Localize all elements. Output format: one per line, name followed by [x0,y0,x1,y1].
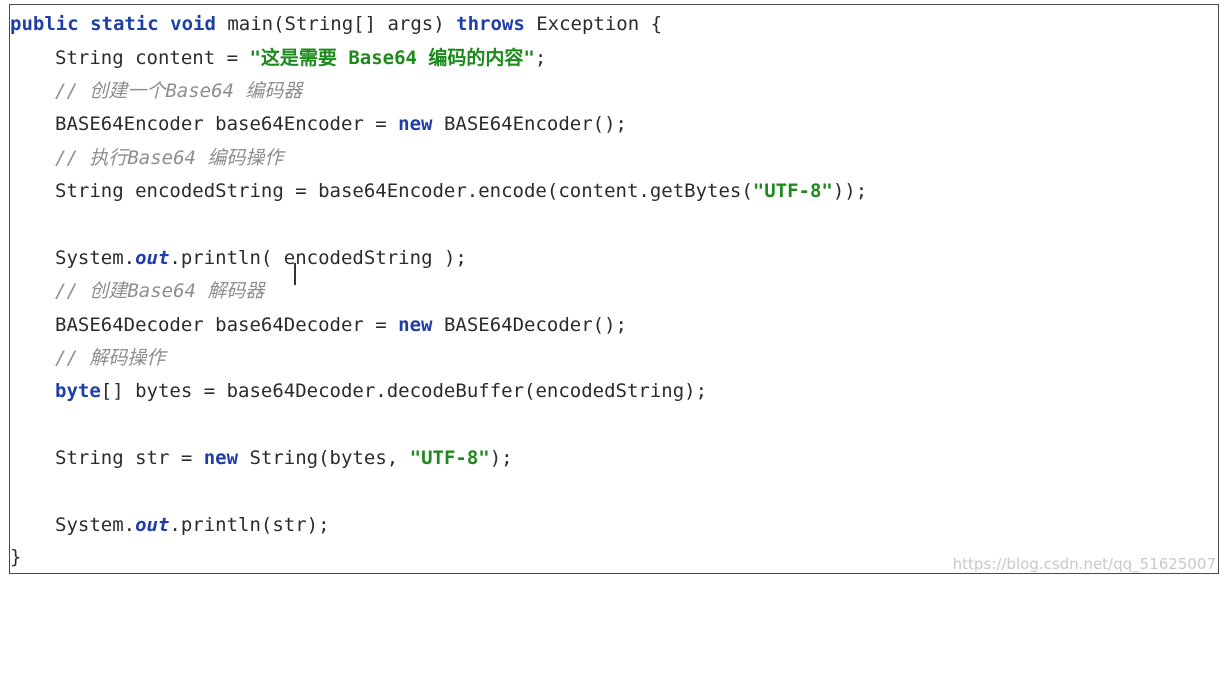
code-text: )); [833,180,867,202]
code-text: .println(str); [169,514,329,536]
code-text: main(String[] args) [216,13,456,35]
code-text: System. [55,247,135,269]
watermark: https://blog.csdn.net/qq_51625007 [953,555,1216,573]
code-text: String encodedString = base64Encoder.enc… [55,180,753,202]
code-line-12: String str = new String(bytes, "UTF-8"); [55,445,513,471]
code-text: BASE64Decoder(); [433,314,627,336]
text-cursor [294,263,296,285]
code-text: [] bytes = base64Decoder.decodeBuffer(en… [101,380,707,402]
code-panel: public static void main(String[] args) t… [9,4,1219,574]
code-line-13: System.out.println(str); [55,512,330,538]
code-line-11: byte[] bytes = base64Decoder.decodeBuffe… [55,378,707,404]
string-literal: "UTF-8" [753,180,833,202]
closing-brace: } [10,544,21,570]
code-line-9: BASE64Decoder base64Decoder = new BASE64… [55,312,627,338]
string-literal: "UTF-8" [410,447,490,469]
code-comment: // 创建一个Base64 编码器 [55,78,302,104]
code-text: BASE64Encoder(); [433,113,627,135]
field-out: out [135,247,169,269]
code-comment: // 创建Base64 解码器 [55,278,264,304]
code-text: ); [490,447,513,469]
code-text: BASE64Decoder base64Decoder = [55,314,398,336]
code-line-1: public static void main(String[] args) t… [10,11,662,37]
code-line-6: String encodedString = base64Encoder.enc… [55,178,867,204]
code-text: ; [535,47,546,69]
keywords-public-static-void: public static void [10,13,216,35]
code-text: .println( encodedString ); [169,247,466,269]
code-line-2: String content = "这是需要 Base64 编码的内容"; [55,45,546,71]
keyword-new: new [398,314,432,336]
keyword-new: new [204,447,238,469]
string-literal: "这是需要 Base64 编码的内容" [249,47,534,69]
code-comment: // 执行Base64 编码操作 [55,145,283,171]
keyword-throws: throws [456,13,525,35]
code-text: System. [55,514,135,536]
code-comment: // 解码操作 [55,345,165,371]
keyword-byte: byte [55,380,101,402]
code-text: String str = [55,447,204,469]
code-text: String(bytes, [238,447,410,469]
code-block: public static void main(String[] args) t… [10,5,56,687]
code-line-7: System.out.println( encodedString ); [55,245,467,271]
field-out: out [135,514,169,536]
code-text: String content = [55,47,249,69]
keyword-new: new [398,113,432,135]
code-line-4: BASE64Encoder base64Encoder = new BASE64… [55,111,627,137]
code-text: Exception { [525,13,662,35]
code-text: BASE64Encoder base64Encoder = [55,113,398,135]
